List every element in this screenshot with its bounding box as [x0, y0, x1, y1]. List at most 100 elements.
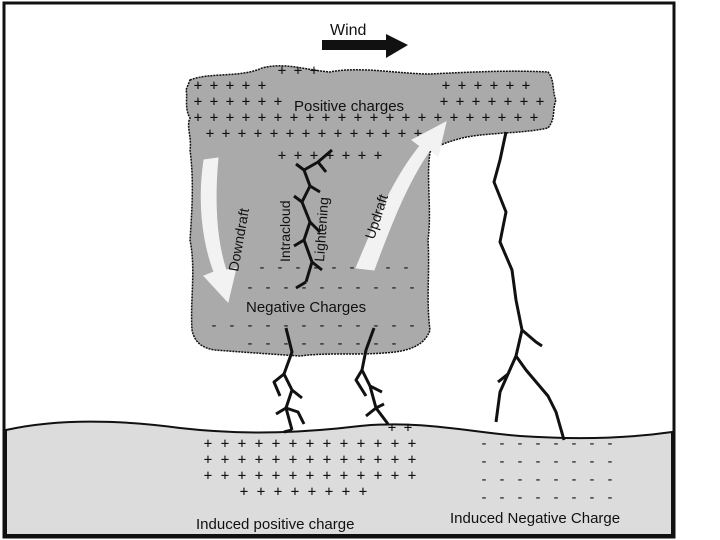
- negative-charge-symbol: -: [336, 280, 344, 296]
- negative-charge-symbol: -: [348, 260, 356, 276]
- positive-charge-symbol: +: [310, 63, 318, 79]
- positive-charge-symbol: +: [338, 110, 346, 126]
- negative-charge-symbol: -: [312, 260, 320, 276]
- negative-charge-symbol: -: [372, 318, 380, 334]
- negative-charge-symbol: -: [402, 260, 410, 276]
- negative-charge-symbol: -: [276, 260, 284, 276]
- negative-charge-symbol: -: [258, 260, 266, 276]
- positive-charge-symbol: +: [520, 94, 528, 110]
- induced-negative-charge-symbol: -: [480, 454, 488, 470]
- induced-negative-charge-symbol: -: [606, 490, 614, 506]
- negative-charge-symbol: -: [282, 318, 290, 334]
- induced-positive-charge-symbol: +: [255, 436, 263, 452]
- induced-positive-charge-symbol: +: [404, 420, 412, 436]
- induced-negative-charge-symbol: -: [570, 454, 578, 470]
- induced-negative-charge-symbol: -: [552, 472, 560, 488]
- induced-positive-charge-symbol: +: [340, 468, 348, 484]
- induced-positive-charge-symbol: +: [374, 468, 382, 484]
- negative-charge-symbol: -: [264, 318, 272, 334]
- lightening-label: Lightening: [311, 197, 331, 263]
- positive-charge-symbol: +: [472, 94, 480, 110]
- positive-charge-symbol: +: [326, 148, 334, 164]
- positive-charge-symbol: +: [226, 78, 234, 94]
- induced-positive-charge-symbol: +: [391, 436, 399, 452]
- positive-charge-symbol: +: [382, 126, 390, 142]
- positive-charge-symbol: +: [414, 126, 422, 142]
- positive-charge-symbol: +: [290, 110, 298, 126]
- induced-negative-charge-symbol: -: [588, 454, 596, 470]
- positive-charge-symbol: +: [386, 110, 394, 126]
- induced-positive-charge-symbol: +: [272, 468, 280, 484]
- negative-charge-symbol: -: [246, 318, 254, 334]
- positive-charge-symbol: +: [238, 126, 246, 142]
- positive-charge-symbol: +: [294, 148, 302, 164]
- positive-charge-symbol: +: [354, 110, 362, 126]
- induced-positive-charge-symbol: +: [391, 452, 399, 468]
- positive-charge-symbol: +: [334, 126, 342, 142]
- induced-negative-charge-symbol: -: [606, 472, 614, 488]
- positive-charge-symbol: +: [398, 126, 406, 142]
- ground-negative-charges: --------------------------------: [480, 436, 614, 506]
- induced-negative-charge-symbol: -: [552, 454, 560, 470]
- induced-positive-charge-symbol: +: [374, 452, 382, 468]
- induced-positive-charge-symbol: +: [274, 484, 282, 500]
- negative-charge-symbol: -: [354, 280, 362, 296]
- induced-positive-charge-symbol: +: [291, 484, 299, 500]
- positive-charge-symbol: +: [310, 148, 318, 164]
- negative-charge-symbol: -: [408, 280, 416, 296]
- negative-charge-symbol: -: [300, 318, 308, 334]
- positive-charge-symbol: +: [504, 94, 512, 110]
- induced-negative-charge-symbol: -: [534, 490, 542, 506]
- negative-charge-symbol: -: [354, 336, 362, 352]
- induced-positive-charge-symbol: +: [255, 468, 263, 484]
- positive-charge-symbol: +: [274, 110, 282, 126]
- negative-charge-symbol: -: [318, 336, 326, 352]
- negative-charge-symbol: -: [210, 318, 218, 334]
- induced-negative-charge-symbol: -: [480, 436, 488, 452]
- intracloud-label: Intracloud: [277, 201, 293, 262]
- positive-charge-symbol: +: [440, 94, 448, 110]
- induced-negative-charge-symbol: -: [480, 472, 488, 488]
- positive-charge-symbol: +: [458, 78, 466, 94]
- induced-negative-label: Induced Negative Charge: [450, 510, 620, 527]
- positive-charge-symbol: +: [254, 126, 262, 142]
- induced-positive-charge-symbol: +: [323, 468, 331, 484]
- induced-positive-charge-symbol: +: [238, 452, 246, 468]
- positive-charge-symbol: +: [242, 94, 250, 110]
- induced-positive-charge-symbol: +: [323, 436, 331, 452]
- negative-charge-symbol: -: [330, 260, 338, 276]
- induced-negative-charge-symbol: -: [552, 436, 560, 452]
- negative-charge-symbol: -: [318, 318, 326, 334]
- storm-cloud: [185, 65, 557, 357]
- induced-positive-charge-symbol: +: [408, 436, 416, 452]
- positive-charge-symbol: +: [506, 78, 514, 94]
- induced-positive-charge-symbol: +: [408, 468, 416, 484]
- positive-charge-symbol: +: [306, 110, 314, 126]
- induced-negative-charge-symbol: -: [534, 436, 542, 452]
- positive-charge-symbol: +: [514, 110, 522, 126]
- induced-negative-charge-symbol: -: [606, 436, 614, 452]
- induced-positive-charge-symbol: +: [306, 452, 314, 468]
- wind-label: Wind: [330, 22, 366, 39]
- positive-charge-symbol: +: [418, 110, 426, 126]
- cloud-to-ground-lightning-left: [272, 327, 306, 434]
- induced-negative-charge-symbol: -: [516, 490, 524, 506]
- positive-charge-symbol: +: [294, 63, 302, 79]
- positive-charge-symbol: +: [482, 110, 490, 126]
- induced-negative-charge-symbol: -: [606, 454, 614, 470]
- negative-charge-symbol: -: [318, 280, 326, 296]
- cloud-to-ground-lightning-right: [492, 131, 566, 441]
- induced-positive-charge-symbol: +: [238, 436, 246, 452]
- cloud-positive-charges: ++++++++++++++++++++++++++++++++++++++++…: [194, 63, 544, 164]
- negative-charge-symbol: -: [336, 336, 344, 352]
- positive-charge-symbol: +: [488, 94, 496, 110]
- negative-charge-symbol: -: [336, 318, 344, 334]
- induced-negative-charge-symbol: -: [534, 454, 542, 470]
- induced-positive-charge-symbol: +: [342, 484, 350, 500]
- induced-positive-charge-symbol: +: [240, 484, 248, 500]
- induced-negative-charge-symbol: -: [570, 472, 578, 488]
- ground: [5, 420, 673, 536]
- positive-charges-label: Positive charges: [294, 98, 404, 115]
- positive-charge-symbol: +: [242, 78, 250, 94]
- induced-positive-charge-symbol: +: [325, 484, 333, 500]
